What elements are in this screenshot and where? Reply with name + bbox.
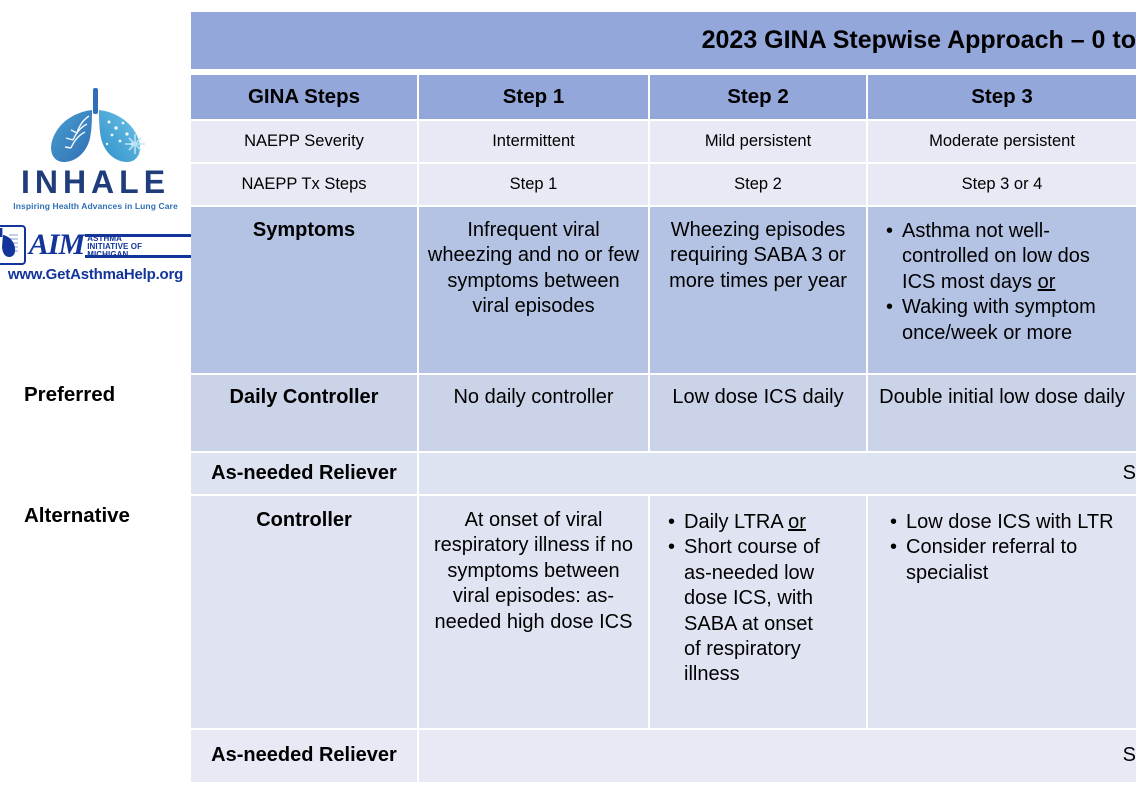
column-header-step1: Step 1 xyxy=(419,75,648,119)
column-header-step2: Step 2 xyxy=(650,75,866,119)
inhale-logo: INHALE Inspiring Health Advances in Lung… xyxy=(13,86,178,211)
symptoms-step3-b1-l3a: ICS most days xyxy=(902,270,1038,293)
lungs-box-icon xyxy=(0,225,26,265)
row-label-as-needed-reliever-alternative: As-needed Reliever xyxy=(191,730,417,782)
bullet-list: • Daily LTRA or • Short course of as-nee… xyxy=(658,500,858,692)
row-label-as-needed-reliever-preferred: As-needed Reliever xyxy=(191,453,417,494)
inhale-tagline: Inspiring Health Advances in Lung Care xyxy=(13,201,178,211)
controller-step2-b2-l1: Short course of xyxy=(684,536,820,559)
controller-step2-b2-l5: of respiratory xyxy=(684,637,801,660)
controller-step2-b2-l3: dose ICS, with xyxy=(684,587,813,610)
controller-step2-b2-l4: SABA at onset xyxy=(684,612,813,635)
aim-url[interactable]: www.GetAsthmaHelp.org xyxy=(7,266,184,283)
cell-daily-controller-step2: Low dose ICS daily xyxy=(650,375,866,451)
cell-symptoms-step3: • Asthma not well- controlled on low dos… xyxy=(868,207,1136,373)
controller-step2-b1-or: or xyxy=(788,511,806,533)
table-title: 2023 GINA Stepwise Approach – 0 to xyxy=(191,12,1136,69)
cell-symptoms-step2: Wheezing episodes requiring SABA 3 or mo… xyxy=(650,207,866,373)
cell-daily-controller-step3: Double initial low dose daily xyxy=(868,375,1136,451)
list-item: • Daily LTRA or xyxy=(668,510,854,535)
logo-panel: INHALE Inspiring Health Advances in Lung… xyxy=(0,0,210,375)
aim-line-3: MICHIGAN xyxy=(87,250,129,260)
bullet-list: • Asthma not well- controlled on low dos… xyxy=(876,211,1128,350)
controller-step3-b1-l1: Low dose ICS with LTR xyxy=(906,511,1114,533)
cell-naepp-tx-steps-step3: Step 3 or 4 xyxy=(868,164,1136,205)
row-label-symptoms: Symptoms xyxy=(191,207,417,373)
cell-naepp-severity-step3: Moderate persistent xyxy=(868,121,1136,162)
cell-naepp-tx-steps-step1: Step 1 xyxy=(419,164,648,205)
cell-controller-step2: • Daily LTRA or • Short course of as-nee… xyxy=(650,496,866,728)
cell-controller-step3: • Low dose ICS with LTR • Consider refer… xyxy=(868,496,1136,728)
cell-daily-controller-step1: No daily controller xyxy=(419,375,648,451)
lungs-icon xyxy=(37,86,155,164)
row-label-naepp-severity: NAEPP Severity xyxy=(191,121,417,162)
aim-wordmark: AIM xyxy=(28,227,85,261)
section-label-preferred: Preferred xyxy=(0,375,191,494)
bullet-dot-icon: • xyxy=(886,296,894,319)
column-header-step3: Step 3 xyxy=(868,75,1136,119)
row-label-controller: Controller xyxy=(191,496,417,728)
controller-step2-b2-l2: as-needed low xyxy=(684,561,815,584)
cell-naepp-severity-step2: Mild persistent xyxy=(650,121,866,162)
bullet-dot-icon: • xyxy=(886,220,894,242)
symptoms-step3-b1-l2: controlled on low dos xyxy=(902,245,1090,268)
cell-controller-step1: At onset of viral respiratory illness if… xyxy=(419,496,648,728)
aim-arrows-icon: ASTHMA INITIATIVE OF MICHIGAN xyxy=(85,227,211,263)
symptoms-step3-b2-l1: Waking with symptom xyxy=(902,296,1096,319)
column-header-category: GINA Steps xyxy=(191,75,417,119)
bullet-list: • Low dose ICS with LTR • Consider refer… xyxy=(876,500,1128,590)
controller-step3-b2-l1: Consider referral to xyxy=(906,536,1078,559)
list-item: • Low dose ICS with LTR xyxy=(890,510,1124,535)
cell-naepp-severity-step1: Intermittent xyxy=(419,121,648,162)
cell-as-needed-reliever-preferred-merged: S xyxy=(419,453,1136,494)
aim-line-1: ASTHMA xyxy=(87,234,123,243)
inhale-wordmark: INHALE xyxy=(20,164,171,200)
aim-line-2: INITIATIVE OF xyxy=(87,242,143,252)
bullet-dot-icon: • xyxy=(668,511,676,533)
cell-naepp-tx-steps-step2: Step 2 xyxy=(650,164,866,205)
controller-step3-b2-l2: specialist xyxy=(906,561,989,584)
table-title-text: 2023 GINA Stepwise Approach – 0 to xyxy=(701,25,1136,54)
aim-logo: AIM ASTHMA INITIATIVE OF MICHIGAN www.Ge… xyxy=(0,225,210,283)
controller-step2-b1-l1a: Daily LTRA xyxy=(684,511,789,533)
list-item: • Waking with symptom once/week or more xyxy=(886,295,1124,346)
list-item: • Consider referral to specialist xyxy=(890,535,1124,586)
row-label-daily-controller: Daily Controller xyxy=(191,375,417,451)
list-item: • Asthma not well- controlled on low dos… xyxy=(886,219,1124,295)
cell-as-needed-reliever-alternative-merged: S xyxy=(419,730,1136,782)
row-label-naepp-tx-steps: NAEPP Tx Steps xyxy=(191,164,417,205)
cell-symptoms-step1: Infrequent viral wheezing and no or few … xyxy=(419,207,648,373)
list-item: • Short course of as-needed low dose ICS… xyxy=(668,535,854,687)
symptoms-step3-b1-or: or xyxy=(1037,270,1056,293)
bullet-dot-icon: • xyxy=(890,536,898,559)
controller-step2-b2-l6: illness xyxy=(684,663,740,686)
bullet-dot-icon: • xyxy=(668,536,676,559)
symptoms-step3-b1-l1: Asthma not well- xyxy=(902,220,1050,242)
symptoms-step3-b2-l2: once/week or more xyxy=(902,321,1073,344)
bullet-dot-icon: • xyxy=(890,511,898,533)
section-label-alternative: Alternative xyxy=(0,496,191,782)
